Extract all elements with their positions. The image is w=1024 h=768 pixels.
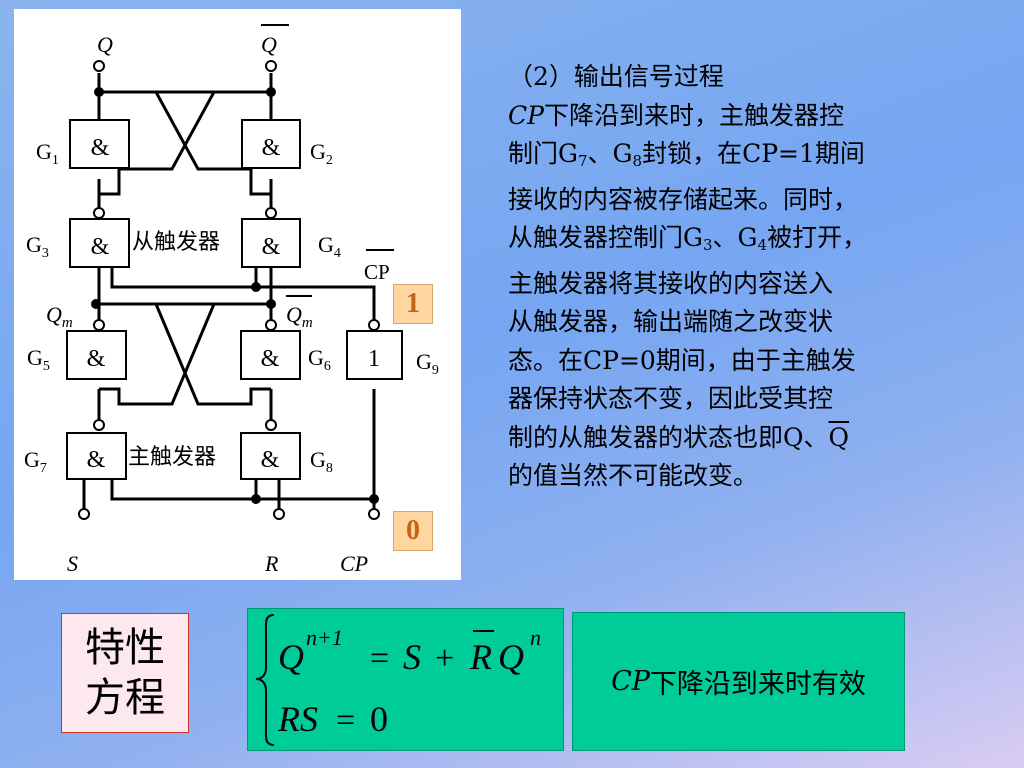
gate-g9-label: G9	[416, 349, 439, 378]
equation-brace	[255, 614, 275, 746]
explanation-line-8: 器保持状态不变，因此受其控	[508, 384, 834, 413]
gate-g5-symbol: &	[87, 346, 106, 372]
eq2-lhs: RS	[277, 699, 318, 739]
eq2-equals: =	[336, 702, 355, 739]
output-q-bar-label: Q	[261, 32, 277, 57]
slave-flipflop-label: 从触发器	[132, 229, 220, 254]
equation-svg: Q n+1 = S + R Q n RS = 0	[255, 614, 541, 746]
gate-g5-label: G5	[27, 345, 50, 374]
gate-g9	[346, 330, 403, 380]
gate-g3	[69, 218, 130, 268]
eq-q: Q	[498, 637, 524, 677]
master-flipflop-label: 主触发器	[128, 444, 216, 469]
qm-bar-label: Qm	[286, 302, 313, 331]
gate-g8-label: G8	[310, 447, 333, 476]
explanation-line-7: 态。在CP=0期间，由于主触发	[508, 345, 856, 375]
gate-g2-label: G2	[310, 139, 333, 168]
input-s-label: S	[67, 551, 78, 576]
gate-g1	[69, 119, 130, 169]
char-label-line-1: 特性	[85, 625, 165, 671]
eq-lhs-sup: n+1	[306, 625, 343, 650]
input-r-label: R	[264, 551, 279, 576]
gate-g4-symbol: &	[262, 234, 281, 260]
gate-g6-symbol: &	[261, 346, 280, 372]
eq-s: S	[403, 637, 421, 677]
explanation-heading: （2）输出信号过程	[508, 62, 724, 91]
cp-state-badge: 0	[393, 511, 433, 551]
gate-g1-symbol: &	[91, 135, 110, 161]
gate-g3-symbol: &	[91, 234, 110, 260]
circuit-diagram: & & & & & & 1 & & G1 G2 G3 G4 G5 G6 G9 G…	[14, 9, 461, 580]
output-q-label: Q	[97, 32, 113, 57]
explanation-line-3: 接收的内容被存储起来。同时，	[508, 184, 859, 214]
input-cp-label: CP	[340, 551, 368, 576]
explanation-line-9: 制的从触发器的状态也即Q、Q	[508, 422, 849, 452]
explanation-line-5: 主触发器将其接收的内容送入	[508, 268, 834, 298]
condition-cp: CP	[611, 666, 650, 697]
gate-g7	[66, 432, 127, 480]
explanation-line-4: 从触发器控制门G3、G4被打开，	[508, 223, 868, 254]
gate-boxes	[66, 119, 403, 480]
explanation-line-10: 的值当然不可能改变。	[508, 461, 759, 490]
characteristic-equation-label: 特性 方程	[61, 613, 189, 733]
gate-g3-label: G3	[26, 232, 49, 261]
explanation-text: （2）输出信号过程 CP下降沿到来时，主触发器控 制门G7、G8封锁，在CP=1…	[508, 58, 998, 496]
gate-g6	[240, 330, 301, 380]
eq-r-bar: R	[469, 637, 492, 677]
junction-dots	[91, 87, 379, 504]
explanation-line-6: 从触发器，输出端随之改变状	[508, 307, 834, 336]
eq2-rhs: 0	[370, 699, 388, 739]
eq-lhs-q: Q	[278, 637, 304, 677]
gate-g7-label: G7	[24, 447, 47, 476]
gate-g8	[240, 432, 301, 480]
qm-label: Qm	[46, 302, 73, 331]
cp-bar-label: CP	[364, 260, 390, 284]
gate-g6-label: G6	[308, 345, 331, 374]
eq-plus: +	[435, 640, 454, 677]
gate-g4-label: G4	[318, 232, 341, 261]
gate-g5	[66, 330, 127, 380]
gate-g8-symbol: &	[261, 447, 280, 473]
gate-g9-symbol: 1	[368, 346, 380, 372]
char-label-line-2: 方程	[85, 675, 165, 721]
gate-g2-symbol: &	[262, 135, 281, 161]
eq-equals: =	[370, 640, 389, 677]
condition-text: 下降沿到来时有效	[649, 669, 866, 700]
gate-g4	[241, 218, 301, 268]
gate-g2	[241, 119, 301, 169]
equation-box: Q n+1 = S + R Q n RS = 0	[247, 608, 564, 751]
explanation-line-2: 制门G7、G8封锁，在CP=1期间	[508, 139, 865, 170]
circuit-svg: & & & & & & 1 & & G1 G2 G3 G4 G5 G6 G9 G…	[24, 24, 439, 576]
eq-q-sup: n	[530, 625, 541, 650]
cp-bar-state-badge: 1	[393, 284, 433, 324]
explanation-line-1: CP下降沿到来时，主触发器控	[508, 100, 844, 130]
gate-g1-label: G1	[36, 139, 59, 168]
gate-g7-symbol: &	[87, 447, 106, 473]
